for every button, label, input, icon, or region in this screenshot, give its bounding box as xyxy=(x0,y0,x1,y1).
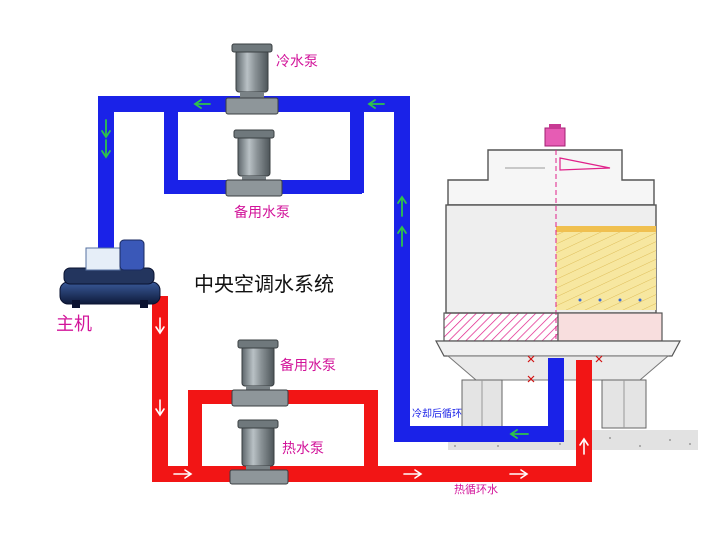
basin-markers xyxy=(527,355,603,383)
arrow-cold-top-2 xyxy=(367,99,385,109)
host-label: 主机 xyxy=(56,314,92,335)
hot-pump-label: 热水泵 xyxy=(282,441,324,457)
cold-pipe-right-riser xyxy=(394,96,410,442)
arrow-hot-riser xyxy=(579,437,589,455)
hot-pipe-riser xyxy=(576,360,592,482)
cold-loop-right xyxy=(350,105,364,193)
arrow-cold-bottom xyxy=(509,429,529,439)
fan-motor-cap xyxy=(549,124,561,129)
tower-top-housing xyxy=(447,149,655,206)
tower-basin xyxy=(435,340,681,357)
cold-pipe-basin xyxy=(548,358,564,442)
arrow-cold-left-2 xyxy=(101,139,111,159)
spray-header xyxy=(556,226,656,232)
cold-pipe-bottom xyxy=(394,426,564,442)
hot-flow-arrows xyxy=(155,317,589,479)
arrow-cold-left-1 xyxy=(101,119,111,139)
hot-loop-left xyxy=(188,390,202,482)
cooled-return-label: 冷却后循环 xyxy=(412,409,462,420)
arrow-cold-top-1 xyxy=(193,99,211,109)
louver-left xyxy=(443,312,559,342)
arrow-hot-bottom-2 xyxy=(403,469,423,479)
chiller-unit xyxy=(59,239,161,308)
backup-hot-pump-label: 备用水泵 xyxy=(280,358,336,374)
arrow-hot-bottom-3 xyxy=(509,469,529,479)
hot-loop-right xyxy=(364,390,378,482)
louver-right xyxy=(557,312,663,342)
chiller-compressor xyxy=(119,239,145,271)
backup-cold-pump-label: 备用水泵 xyxy=(234,205,290,221)
pump-hot xyxy=(229,419,289,485)
cold-pump-label: 冷水泵 xyxy=(276,54,318,70)
fill-media-lines xyxy=(556,232,656,310)
cold-pipe-left-vertical xyxy=(98,96,114,258)
cold-loop-left xyxy=(164,105,178,193)
pump-cold xyxy=(225,43,279,115)
arrow-hot-bottom-1 xyxy=(173,469,193,479)
arrow-cold-riser-1 xyxy=(397,195,407,217)
arrow-hot-left-2 xyxy=(155,399,165,417)
chiller-panel xyxy=(85,247,121,271)
fan-blade xyxy=(559,157,611,171)
pump-backup-cold xyxy=(225,129,283,197)
arrow-cold-riser-2 xyxy=(397,225,407,247)
cooling-tower xyxy=(435,124,681,429)
hot-return-label: 热循环水 xyxy=(454,483,498,496)
fan-motor xyxy=(544,127,566,147)
pump-backup-hot xyxy=(231,339,289,407)
flow-arrows xyxy=(101,99,529,439)
diagram-title: 中央空调水系统 xyxy=(194,272,334,296)
hot-pipe-left-vertical xyxy=(152,296,168,482)
arrow-hot-left-1 xyxy=(155,317,165,335)
